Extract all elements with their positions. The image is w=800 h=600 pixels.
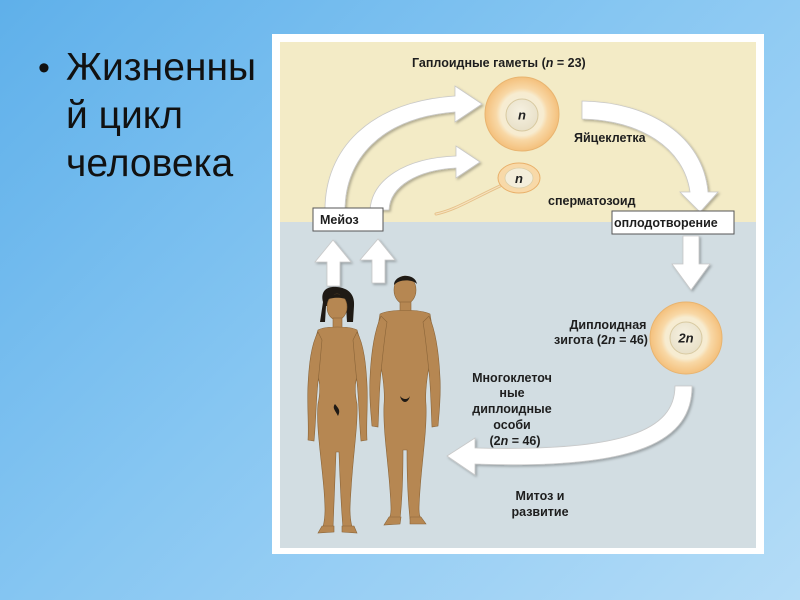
haploid-gametes-label: Гаплоидные гаметы (n = 23)	[412, 56, 586, 70]
slide-title-line-1: Жизненны	[66, 46, 257, 89]
male-figure	[369, 275, 441, 526]
slide-title: Жизненны й цикл человека	[66, 44, 268, 188]
fertilization-to-zygote-arrow	[671, 235, 711, 291]
slide-title-block: • Жизненны й цикл человека	[38, 44, 268, 188]
sperm-cell: n	[434, 162, 541, 216]
zygote-label-line-2: зигота (2n = 46)	[554, 333, 648, 347]
slide-title-line-3: человека	[66, 142, 234, 185]
zygote-label-line-1: Диплоидная	[570, 318, 647, 332]
mitosis-arrow	[446, 385, 693, 476]
up-arrow-left	[314, 239, 352, 287]
sperm-label: сперматозоид	[548, 194, 636, 208]
zygote-cell: 2n	[649, 301, 723, 375]
organisms-label-line-5: (2n = 46)	[489, 434, 540, 448]
egg-label: Яйцеклетка	[574, 131, 647, 145]
fertilization-label: оплодотворение	[614, 216, 718, 230]
mitosis-label-line-2: развитие	[511, 505, 568, 519]
fertilization-box	[611, 210, 735, 235]
organisms-label-line-4: особи	[493, 418, 530, 432]
organisms-label: Многоклеточ ные диплоидные особи (2n = 4…	[472, 371, 552, 448]
meiosis-to-sperm-arrow	[369, 145, 481, 211]
organisms-label-line-3: диплоидные	[472, 402, 551, 416]
female-figure	[307, 286, 368, 534]
up-arrow-right	[359, 238, 396, 284]
organisms-label-line-1: Многоклеточ	[472, 371, 552, 385]
life-cycle-diagram: Гаплоидные гаметы (n = 23) n Яйцеклетка …	[280, 42, 756, 548]
meiosis-label: Мейоз	[320, 213, 359, 227]
meiosis-to-egg-arrow	[324, 85, 483, 211]
slide-title-line-2: й цикл	[66, 94, 183, 137]
bullet-marker: •	[38, 49, 50, 87]
diagram-panel: Гаплоидные гаметы (n = 23) n Яйцеклетка …	[272, 34, 764, 554]
organisms-label-line-2: ные	[499, 386, 524, 400]
egg-cell: n	[484, 76, 560, 152]
sperm-nucleus-label: n	[515, 171, 523, 186]
zygote-nucleus-label: 2n	[677, 331, 693, 346]
egg-nucleus-label: n	[518, 108, 526, 123]
mitosis-label-line-1: Митоз и	[516, 489, 565, 503]
meiosis-box	[312, 207, 384, 232]
